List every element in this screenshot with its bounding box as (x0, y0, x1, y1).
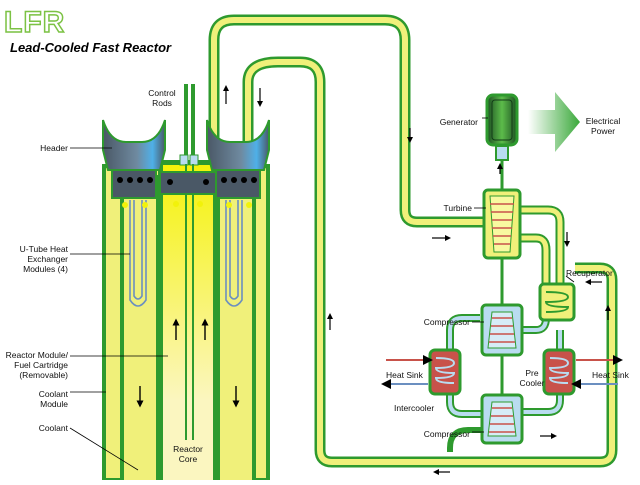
label-reactor-core: Reactor Core (173, 444, 203, 464)
label-compressor-top: Compressor (423, 317, 470, 327)
cold-loop-piping (446, 314, 564, 452)
turbine-recuperator-pipe (520, 205, 565, 285)
precooler-unit (542, 348, 576, 396)
left-header (102, 119, 166, 208)
primary-pipe-loop (208, 14, 618, 468)
label-header: Header (40, 143, 68, 153)
label-control-rods: Control Rods (148, 88, 176, 108)
label-compressor-bottom: Compressor (423, 429, 470, 439)
right-header (206, 119, 270, 208)
label-u-tube: U-Tube Heat Exchanger Modules (4) (19, 244, 68, 274)
electrical-power-arrow (528, 92, 580, 152)
label-coolant-module: Coolant Module (38, 389, 68, 409)
flow-arrows (223, 85, 611, 475)
label-heat-sink-left: Heat Sink (386, 370, 423, 380)
label-reactor-module: Reactor Module/ Fuel Cartridge (Removabl… (5, 350, 68, 380)
label-pre-cooler: Pre Cooler (519, 368, 545, 388)
turbine-unit (482, 188, 522, 260)
leader-lines (69, 117, 575, 471)
center-header (159, 171, 217, 195)
compressor-bottom-unit (480, 393, 524, 445)
reactor-vessel (102, 84, 270, 482)
label-recuperator: Recuperator (566, 268, 613, 278)
generator-unit (485, 93, 519, 161)
heat-sink-arrows (381, 355, 623, 389)
label-coolant: Coolant (38, 423, 68, 433)
label-turbine: Turbine (443, 203, 472, 213)
lfr-logo: LFR (3, 5, 66, 40)
label-heat-sink-right: Heat Sink (592, 370, 629, 380)
diagram-title: Lead-Cooled Fast Reactor (10, 40, 172, 55)
label-intercooler: Intercooler (394, 403, 435, 413)
compressor-top-unit (480, 303, 524, 357)
intercooler-unit (428, 348, 462, 396)
label-generator: Generator (439, 117, 478, 127)
recuperator-unit (538, 282, 576, 322)
label-electrical-power: Electrical Power (585, 116, 621, 136)
